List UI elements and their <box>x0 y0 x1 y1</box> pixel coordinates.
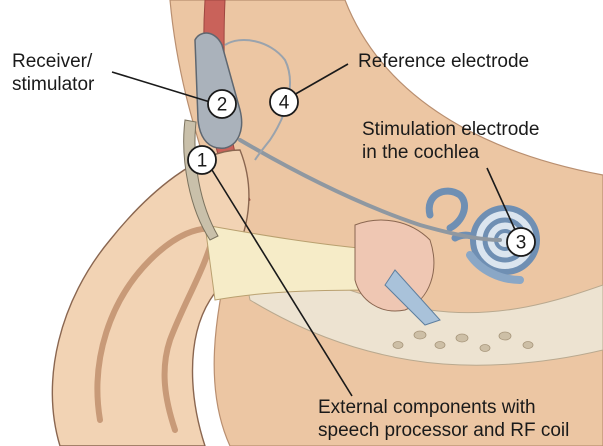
label-reference-line: Reference electrode <box>358 50 529 73</box>
label-reference-electrode: Reference electrode <box>358 50 529 73</box>
label-receiver-stimulator: Receiver/ stimulator <box>12 50 94 96</box>
label-stim-line1: Stimulation electrode <box>362 118 539 141</box>
label-stimulation-electrode: Stimulation electrode in the cochlea <box>362 118 539 164</box>
marker-2-number: 2 <box>217 95 228 116</box>
marker-4: 4 <box>270 88 298 116</box>
marker-4-number: 4 <box>279 93 290 114</box>
label-stim-line2: in the cochlea <box>362 141 539 164</box>
marker-3: 3 <box>507 228 535 256</box>
middle-ear <box>355 220 434 311</box>
label-external-line2: speech processor and RF coil <box>318 419 569 442</box>
label-external-components: External components with speech processo… <box>318 396 569 442</box>
label-receiver-line1: Receiver/ <box>12 50 94 73</box>
marker-1-number: 1 <box>197 151 208 172</box>
label-receiver-line2: stimulator <box>12 73 94 96</box>
marker-1: 1 <box>188 146 216 174</box>
label-external-line1: External components with <box>318 396 569 419</box>
marker-2: 2 <box>208 90 236 118</box>
marker-3-number: 3 <box>516 233 527 254</box>
